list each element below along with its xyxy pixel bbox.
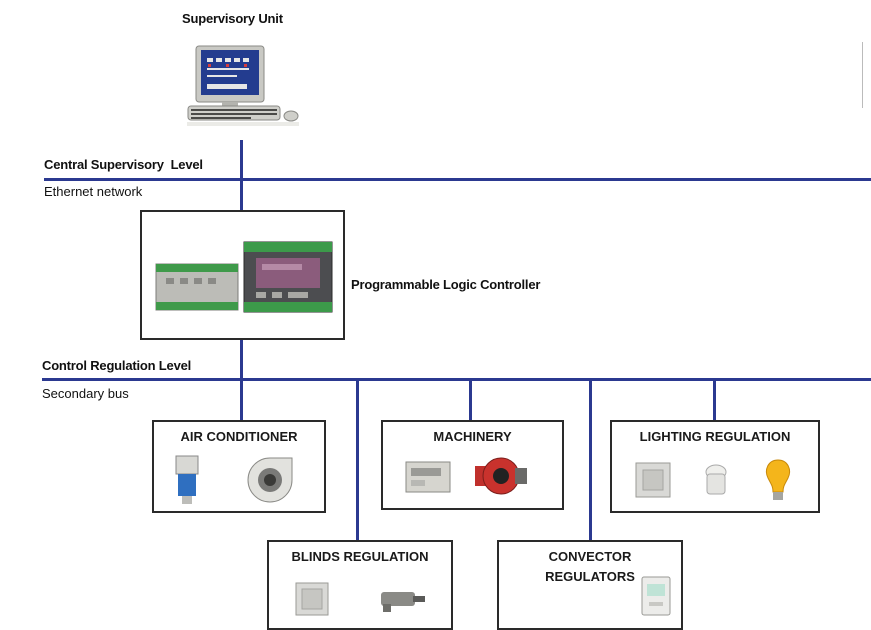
supervisory-unit-label: Supervisory Unit bbox=[182, 11, 283, 26]
wall-switch-icon bbox=[635, 462, 671, 498]
convector-drop bbox=[589, 378, 592, 540]
ethernet-network-line bbox=[44, 178, 871, 181]
lighting-drop bbox=[713, 378, 716, 420]
blinds-regulation-box: BLINDS REGULATION bbox=[267, 540, 453, 630]
convector-title-line2: REGULATORS bbox=[545, 569, 635, 584]
presence-sensor-icon bbox=[705, 464, 727, 495]
supervisory-uplink bbox=[240, 140, 243, 212]
computer-monitor-icon bbox=[187, 45, 299, 126]
centrifugal-fan-icon bbox=[247, 457, 293, 503]
plc-module-icon bbox=[155, 241, 333, 313]
air-conditioner-title: AIR CONDITIONER bbox=[180, 429, 298, 444]
secondary-bus-label: Secondary bus bbox=[42, 386, 129, 401]
control-level-label: Control Regulation Level bbox=[42, 358, 192, 373]
thermostat-icon bbox=[641, 576, 671, 616]
ethernet-network-label: Ethernet network bbox=[44, 184, 143, 199]
air-conditioner-box: AIR CONDITIONER bbox=[152, 420, 326, 513]
wall-switch-icon bbox=[295, 582, 329, 616]
blinds-regulation-title: BLINDS REGULATION bbox=[291, 549, 429, 564]
blinds-drop bbox=[356, 378, 359, 540]
circulation-pump-icon bbox=[475, 457, 527, 495]
convector-regulators-box: CONVECTOR REGULATORS bbox=[497, 540, 683, 630]
plc-label: Programmable Logic Controller bbox=[351, 277, 541, 292]
central-level-label: Central Supervisory Level bbox=[44, 157, 203, 172]
blind-motor-icon bbox=[381, 592, 425, 612]
machinery-drop bbox=[469, 378, 472, 420]
valve-actuator-icon bbox=[175, 455, 199, 504]
plc-box bbox=[140, 210, 345, 340]
lighting-regulation-box: LIGHTING REGULATION bbox=[610, 420, 820, 513]
secondary-bus-line bbox=[42, 378, 871, 381]
machinery-box: MACHINERY bbox=[381, 420, 564, 510]
meter-module-icon bbox=[405, 461, 451, 493]
lighting-regulation-title: LIGHTING REGULATION bbox=[639, 429, 791, 444]
machinery-title: MACHINERY bbox=[433, 429, 512, 444]
frame-edge-line bbox=[862, 42, 863, 108]
convector-title-line1: CONVECTOR bbox=[548, 549, 632, 564]
light-bulb-icon bbox=[765, 459, 791, 500]
